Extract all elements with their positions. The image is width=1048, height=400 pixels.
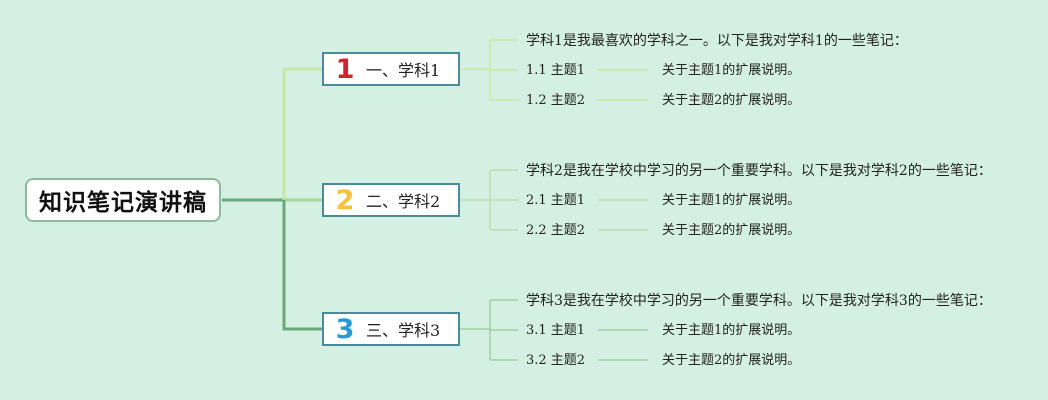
topic-detail: 关于主题1的扩展说明。 bbox=[662, 193, 801, 208]
topic-detail: 关于主题2的扩展说明。 bbox=[662, 353, 801, 368]
root-title: 知识笔记演讲稿 bbox=[39, 190, 207, 216]
branch-note: 学科2是我在学校中学习的另一个重要学科。以下是我对学科2的一些笔记： bbox=[526, 163, 992, 179]
branch-label: 二、学科2 bbox=[366, 192, 441, 211]
branch-note: 学科3是我在学校中学习的另一个重要学科。以下是我对学科3的一些笔记： bbox=[526, 293, 992, 309]
branch-number-badge: 2 bbox=[335, 184, 355, 216]
branch-label: 三、学科3 bbox=[366, 321, 441, 340]
branch-number-badge: 1 bbox=[335, 53, 355, 85]
branch-note: 学科1是我最喜欢的学科之一。以下是我对学科1的一些笔记： bbox=[526, 33, 908, 49]
branch-node-3[interactable]: 3 三、学科3 bbox=[322, 312, 460, 346]
branch-number-badge: 3 bbox=[335, 313, 355, 345]
branch-1-connector bbox=[282, 67, 322, 200]
branch-2-leaf-lines bbox=[460, 169, 648, 231]
branch-3-connector bbox=[282, 200, 322, 331]
topic-label[interactable]: 3.1 主题1 bbox=[526, 323, 586, 338]
branch-node-1[interactable]: 1 一、学科1 bbox=[322, 52, 460, 86]
topic-detail: 关于主题1的扩展说明。 bbox=[662, 63, 801, 78]
topic-label[interactable]: 1.1 主题1 bbox=[526, 63, 586, 78]
branch-3-leaf-lines bbox=[460, 299, 648, 361]
topic-label[interactable]: 1.2 主题2 bbox=[526, 93, 586, 108]
topic-label[interactable]: 3.2 主题2 bbox=[526, 353, 586, 368]
topic-label[interactable]: 2.2 主题2 bbox=[526, 223, 586, 238]
topic-detail: 关于主题1的扩展说明。 bbox=[662, 323, 801, 338]
branch-node-2[interactable]: 2 二、学科2 bbox=[322, 183, 460, 217]
topic-detail: 关于主题2的扩展说明。 bbox=[662, 93, 801, 108]
topic-label[interactable]: 2.1 主题1 bbox=[526, 193, 586, 208]
branch-1-leaf-lines bbox=[460, 39, 648, 101]
root-node[interactable]: 知识笔记演讲稿 bbox=[25, 178, 221, 222]
topic-detail: 关于主题2的扩展说明。 bbox=[662, 223, 801, 238]
branch-label: 一、学科1 bbox=[366, 61, 441, 80]
